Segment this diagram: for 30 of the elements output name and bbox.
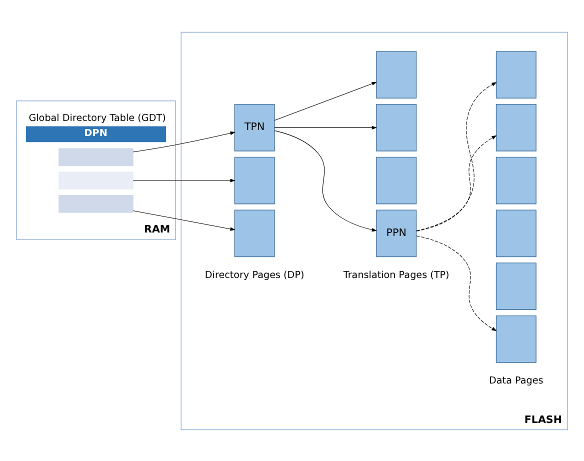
arrow: [416, 235, 497, 331]
label: Translation Pages (TP): [343, 269, 450, 280]
arrow: [416, 82, 497, 231]
arrow: [274, 130, 378, 232]
arrow: [416, 134, 497, 231]
node-label: Global Directory Table (GDT): [28, 112, 166, 124]
node-box: [234, 209, 275, 257]
arrow: [132, 130, 236, 152]
arrow: [274, 81, 378, 120]
node-box: [58, 148, 134, 166]
node-box: DPN: [26, 126, 166, 142]
label: Data Pages: [489, 375, 544, 386]
node-box: PPN: [376, 209, 417, 257]
node-box: [234, 156, 275, 204]
node-box: TPN: [234, 103, 275, 151]
node-box: [496, 156, 536, 204]
node-box: [496, 103, 536, 151]
arrow: [132, 210, 236, 230]
node-box: [496, 50, 536, 98]
node-box: [496, 314, 536, 362]
node-box: [496, 262, 536, 310]
node-box: [376, 103, 417, 151]
label: Directory Pages (DP): [204, 269, 304, 280]
arrow: [132, 178, 236, 182]
arrow: [274, 125, 378, 129]
node-box: [58, 171, 134, 189]
node-box: [496, 209, 536, 257]
node-box: [376, 50, 417, 98]
node-box: [58, 194, 134, 212]
node-box: [376, 156, 417, 204]
